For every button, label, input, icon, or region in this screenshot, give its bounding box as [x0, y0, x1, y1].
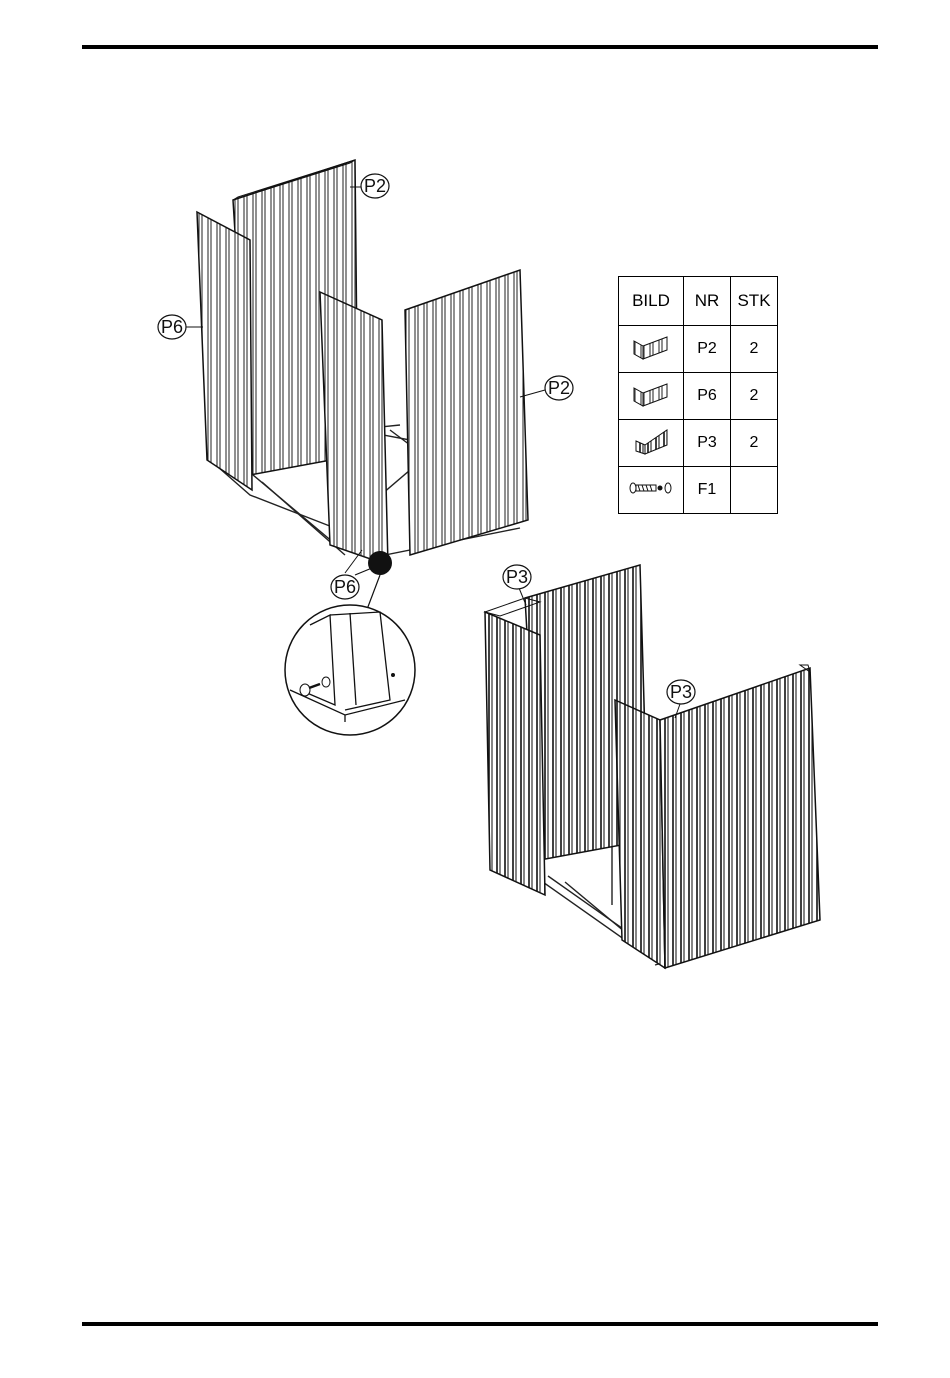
detail-marker	[368, 551, 392, 575]
row-quantity: 2	[731, 420, 778, 467]
dark-wall-panel-icon	[631, 427, 671, 455]
table-row: F1	[619, 467, 778, 514]
upper-assembly: P2 P6 P2 P6	[158, 160, 573, 612]
panel-p2-right	[405, 270, 528, 555]
callout-p6-left: P6	[158, 315, 203, 339]
callout-p2-back-label: P2	[364, 176, 386, 196]
parts-table-header: BILD NR STK	[619, 277, 778, 326]
header-picture: BILD	[619, 277, 684, 326]
row-picture	[619, 467, 684, 514]
panel-p3-right	[660, 668, 820, 968]
callout-p6-front-label: P6	[334, 577, 356, 597]
row-number: P6	[684, 373, 731, 420]
panel-p6-left	[197, 212, 252, 490]
table-row: P2 2	[619, 326, 778, 373]
table-row: P3 2	[619, 420, 778, 467]
panel-p3-left	[485, 612, 545, 895]
panel-p6-front	[320, 292, 388, 565]
callout-p2-right-label: P2	[548, 378, 570, 398]
table-row: P6 2	[619, 373, 778, 420]
wall-panel-icon	[631, 380, 671, 408]
row-picture	[619, 373, 684, 420]
detail-zoom	[285, 605, 415, 735]
row-number: P2	[684, 326, 731, 373]
callout-p2-right: P2	[520, 376, 573, 400]
parts-table: BILD NR STK P2 2 P6 2 P3	[618, 276, 778, 514]
panel-p3-front	[615, 700, 665, 968]
row-picture	[619, 420, 684, 467]
header-quantity: STK	[731, 277, 778, 326]
row-quantity: 2	[731, 326, 778, 373]
row-quantity: 2	[731, 373, 778, 420]
row-quantity	[731, 467, 778, 514]
lower-assembly: P3 P3	[485, 565, 820, 968]
header-number: NR	[684, 277, 731, 326]
row-number: P3	[684, 420, 731, 467]
row-picture	[619, 326, 684, 373]
row-number: F1	[684, 467, 731, 514]
callout-p3-left-label: P3	[506, 567, 528, 587]
screw-icon	[628, 478, 674, 498]
wall-panel-icon	[631, 333, 671, 361]
callout-p3-front-label: P3	[670, 682, 692, 702]
callout-p6-left-label: P6	[161, 317, 183, 337]
